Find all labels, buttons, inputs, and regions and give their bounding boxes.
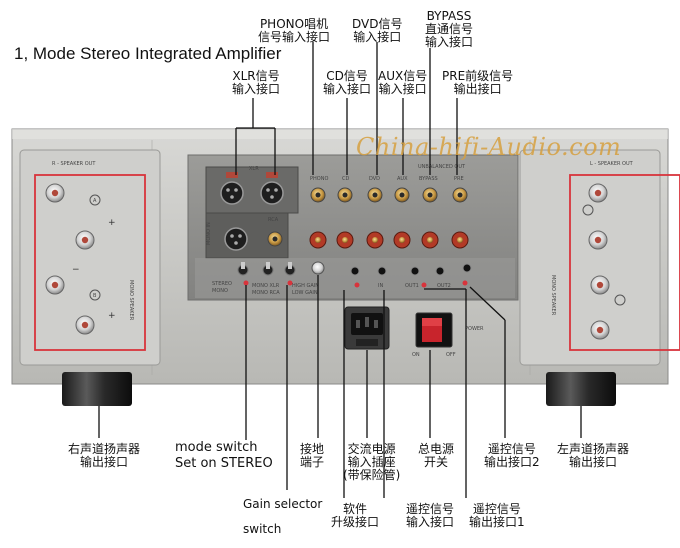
xlr-panel-label: XLR: [249, 166, 259, 172]
xlr-input-label: XLR信号输入接口: [232, 69, 281, 96]
dvd-input-label: DVD信号输入接口: [352, 17, 403, 44]
right-speaker-binding-posts: A B: [45, 183, 101, 335]
remote-output2-label: 遥控信号输出接口2: [484, 442, 540, 469]
svg-text:A: A: [93, 198, 97, 204]
remote-input-label: 遥控信号输入接口: [406, 502, 455, 529]
aux-panel-label: AUX: [397, 176, 408, 182]
remote-out2-panel-label: OUT2: [437, 283, 451, 289]
dvd-panel-label: DVD: [369, 176, 380, 182]
xlr-inputs: [220, 172, 284, 251]
svg-text:+: +: [108, 218, 116, 228]
high-gain-label: HIGH GAIN: [292, 283, 319, 289]
remote-in-panel-label: IN: [378, 283, 383, 289]
mono-label: MONO: [212, 288, 228, 294]
low-gain-label: LOW GAIN: [292, 290, 318, 296]
ground-terminal-label: 接地端子: [300, 442, 325, 469]
mono-rca-label: MONO RCA: [252, 290, 280, 296]
watermark: China-hifi-Audio.com: [356, 133, 622, 161]
svg-text:−: −: [72, 265, 80, 275]
r-speaker-out-label: R - SPEAKER OUT: [52, 161, 96, 167]
pre-panel-label: PRE: [454, 176, 464, 182]
rca-inputs-top-row: [310, 187, 468, 203]
bypass-panel-label: BYPASS: [419, 176, 438, 182]
power-panel-label: POWER: [465, 326, 484, 332]
mono-speaker-left-label: MONO SPEAKER: [128, 280, 134, 321]
mono-xlr-label: MONO XLR: [252, 283, 280, 289]
callout-lines: [98, 42, 582, 498]
main-power-label: 总电源开关: [418, 442, 455, 469]
mono-in-label: MONO IN: [206, 222, 212, 245]
right-speaker-output-label: 右声道扬声器输出接口: [68, 442, 141, 469]
phono-input-label: PHONO唱机信号输入接口: [258, 17, 331, 44]
l-speaker-out-label: L - SPEAKER OUT: [590, 161, 634, 167]
remote-out1-panel-label: OUT1: [405, 283, 419, 289]
control-strip: [237, 261, 472, 288]
left-speaker-output-label: 左声道扬声器输出接口: [557, 442, 630, 469]
cd-panel-label: CD: [342, 176, 349, 182]
ac-power-label: 交流电源输入插座(带保险管): [343, 442, 401, 482]
unbalanced-out-label: UNBALANCED OUT: [418, 164, 466, 170]
svg-text:B: B: [93, 293, 97, 299]
remote-output1-label: 遥控信号输出接口1: [469, 502, 525, 529]
phono-panel-label: PHONO: [310, 176, 328, 182]
stereo-label: STEREO: [212, 281, 232, 287]
on-label: ON: [412, 352, 420, 358]
cd-input-label: CD信号输入接口: [323, 69, 372, 96]
rca-inputs-bottom-row: [309, 231, 469, 249]
left-speaker-binding-posts: [582, 183, 626, 340]
off-label: OFF: [446, 352, 456, 358]
pre-output-label: PRE前级信号输出接口: [442, 69, 514, 96]
aux-input-label: AUX信号输入接口: [378, 69, 428, 96]
software-upgrade-label: 软件升级接口: [331, 502, 380, 529]
ac-power-inlet: [344, 306, 390, 350]
svg-text:+: +: [108, 311, 116, 321]
main-power-switch: [415, 312, 453, 348]
rca-panel-label: RCA: [268, 217, 279, 223]
mono-speaker-right-label: MONO SPEAKER: [550, 275, 556, 316]
page-title: 1, Mode Stereo Integrated Amplifier: [14, 44, 282, 63]
